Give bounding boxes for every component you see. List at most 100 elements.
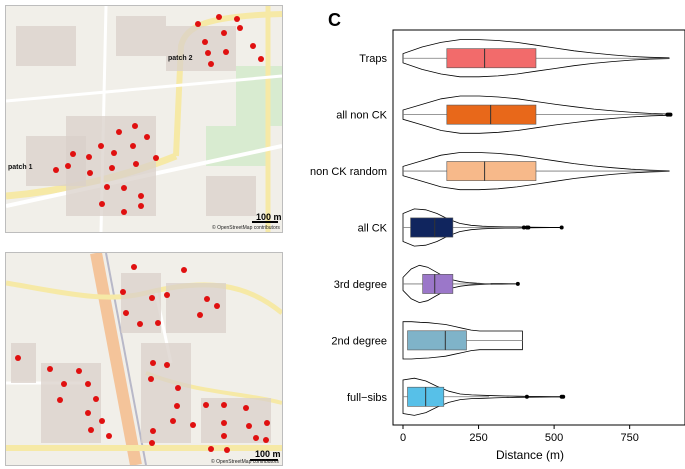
trap-dot bbox=[258, 56, 264, 62]
trap-dot bbox=[164, 292, 170, 298]
panel-label-c: C bbox=[328, 10, 341, 30]
trap-dot bbox=[53, 167, 59, 173]
trap-dot bbox=[85, 410, 91, 416]
trap-dot bbox=[205, 50, 211, 56]
trap-dot bbox=[250, 43, 256, 49]
trap-dot bbox=[170, 418, 176, 424]
trap-dot bbox=[149, 440, 155, 446]
trap-dot bbox=[223, 49, 229, 55]
trap-dot bbox=[93, 396, 99, 402]
trap-dot bbox=[130, 143, 136, 149]
outlier-point bbox=[521, 225, 526, 230]
road-white bbox=[6, 74, 282, 103]
outlier-point bbox=[559, 225, 564, 230]
trap-dot bbox=[264, 420, 270, 426]
trap-dot bbox=[76, 368, 82, 374]
trap-dot bbox=[197, 312, 203, 318]
outlier-point bbox=[561, 394, 566, 399]
building-block bbox=[116, 16, 166, 56]
x-tick-label: 500 bbox=[545, 432, 563, 444]
trap-dot bbox=[138, 193, 144, 199]
trap-dot bbox=[221, 30, 227, 36]
trap-dot bbox=[149, 295, 155, 301]
category-label: all non CK bbox=[336, 110, 387, 122]
trap-dot bbox=[121, 185, 127, 191]
trap-dot bbox=[104, 184, 110, 190]
trap-dot bbox=[175, 385, 181, 391]
box-iqr bbox=[446, 48, 537, 69]
trap-dot bbox=[148, 376, 154, 382]
trap-dot bbox=[98, 143, 104, 149]
osm-credit-a: © OpenStreetMap contributors bbox=[212, 225, 280, 231]
category-label: 3rd degree bbox=[334, 279, 387, 291]
trap-dot bbox=[150, 428, 156, 434]
x-tick-label: 250 bbox=[469, 432, 487, 444]
trap-dot bbox=[164, 362, 170, 368]
trap-dot bbox=[153, 155, 159, 161]
trap-dot bbox=[243, 405, 249, 411]
patch-1-label: patch 1 bbox=[8, 164, 33, 171]
osm-credit-b: © OpenStreetMap contributors bbox=[211, 459, 279, 465]
x-tick-label: 750 bbox=[620, 432, 638, 444]
building-block bbox=[141, 343, 191, 443]
building-block bbox=[11, 343, 36, 383]
trap-dot bbox=[195, 21, 201, 27]
map-panel-a: patch 1 patch 2 100 m © OpenStreetMap co… bbox=[5, 5, 283, 233]
trap-dot bbox=[47, 366, 53, 372]
trap-dot bbox=[61, 381, 67, 387]
trap-dot bbox=[144, 134, 150, 140]
trap-dot bbox=[203, 402, 209, 408]
patch-2-label: patch 2 bbox=[168, 55, 193, 62]
box-iqr bbox=[407, 330, 467, 351]
park-area bbox=[236, 66, 282, 126]
trap-dot bbox=[88, 427, 94, 433]
railway bbox=[105, 253, 147, 465]
trap-dot bbox=[109, 165, 115, 171]
road-orange bbox=[90, 253, 142, 465]
category-label: all CK bbox=[358, 223, 388, 235]
trap-dot bbox=[111, 150, 117, 156]
trap-dot bbox=[106, 433, 112, 439]
trap-dot bbox=[116, 129, 122, 135]
violin-chart: 0 250 500 750 Traps all non CK non CK random al… bbox=[310, 29, 685, 462]
trap-dot bbox=[150, 360, 156, 366]
box-iqr bbox=[422, 274, 454, 294]
outlier-point bbox=[515, 281, 520, 286]
trap-dot bbox=[237, 25, 243, 31]
x-tick-label: 0 bbox=[400, 432, 406, 444]
box-iqr bbox=[410, 217, 454, 238]
outlier-point bbox=[526, 225, 531, 230]
trap-dot bbox=[190, 422, 196, 428]
category-label: non CK random bbox=[310, 166, 387, 178]
trap-dot bbox=[181, 267, 187, 273]
trap-dot bbox=[263, 437, 269, 443]
trap-dot bbox=[214, 303, 220, 309]
map-b-drawing bbox=[6, 253, 282, 465]
trap-dot bbox=[65, 163, 71, 169]
outlier-point bbox=[524, 394, 529, 399]
scale-bar-label-a: 100 m bbox=[256, 212, 282, 222]
category-label: Traps bbox=[359, 53, 387, 65]
trap-dot bbox=[253, 435, 259, 441]
trap-dot bbox=[99, 201, 105, 207]
trap-dot bbox=[132, 123, 138, 129]
trap-dot bbox=[202, 39, 208, 45]
trap-dot bbox=[246, 423, 252, 429]
building-block bbox=[16, 26, 76, 66]
trap-dot bbox=[137, 321, 143, 327]
trap-dot bbox=[221, 433, 227, 439]
trap-dot bbox=[216, 14, 222, 20]
trap-dot bbox=[221, 420, 227, 426]
trap-dot bbox=[224, 447, 230, 453]
box-iqr bbox=[446, 104, 537, 125]
trap-dot bbox=[99, 418, 105, 424]
map-a-drawing bbox=[6, 6, 282, 232]
trap-dot bbox=[120, 289, 126, 295]
plot-frame bbox=[392, 29, 685, 426]
scale-bar-label-b: 100 m bbox=[255, 449, 281, 459]
trap-dot bbox=[208, 446, 214, 452]
trap-dot bbox=[86, 154, 92, 160]
building-block bbox=[206, 176, 256, 216]
trap-dot bbox=[133, 161, 139, 167]
trap-dot bbox=[57, 397, 63, 403]
